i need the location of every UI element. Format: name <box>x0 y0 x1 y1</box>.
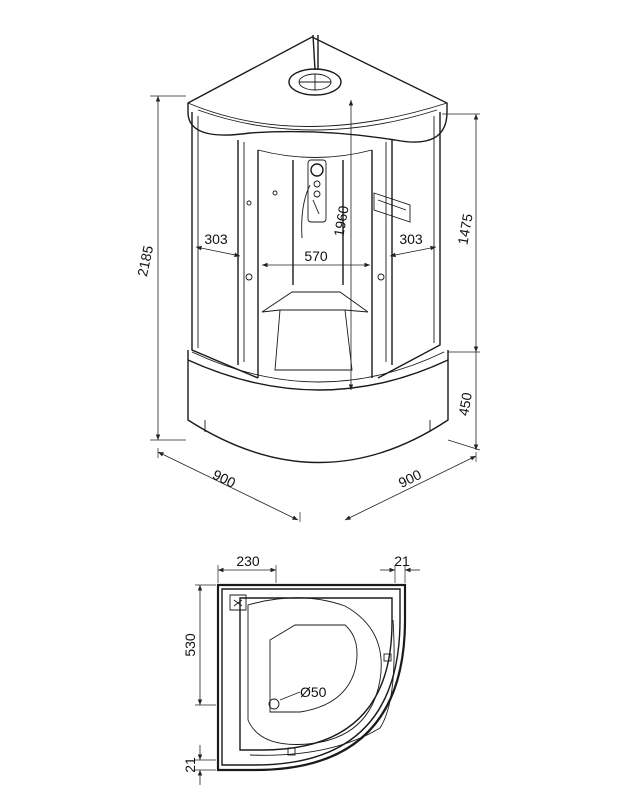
dim-height-total: 2185 <box>134 95 186 441</box>
shower-tray <box>187 350 449 464</box>
dim-plan-left: 530 <box>182 584 216 706</box>
cabin-roof <box>187 34 448 143</box>
dim-plan-top: 230 <box>217 553 277 583</box>
dim-height-cabin-label: 1960 <box>330 204 351 238</box>
dim-side-right: 303 <box>389 231 437 258</box>
dim-plan-left-label: 530 <box>182 633 198 657</box>
dim-width-right: 900 <box>344 452 477 521</box>
dim-plan-bottom-left-label: 21 <box>182 757 198 773</box>
plan-outline <box>216 583 407 772</box>
dim-height-total-label: 2185 <box>134 244 156 278</box>
door-handle-left-icon <box>245 273 253 281</box>
dim-width-right-label: 900 <box>396 466 424 491</box>
shelf-icon <box>373 192 411 223</box>
drain-icon <box>268 698 280 710</box>
corner-fitting-icon <box>229 594 247 611</box>
dim-side-right-label: 303 <box>399 231 423 247</box>
seat <box>261 291 369 371</box>
dim-side-left-label: 303 <box>204 231 228 247</box>
dim-plan-bottom-left: 21 <box>182 745 216 785</box>
front-view: 2185 1960 1475 450 570 303 <box>134 34 481 522</box>
dim-height-right: 1475 450 <box>442 113 481 451</box>
dim-plan-top-right-label: 21 <box>394 553 410 569</box>
right-side-panel <box>371 112 441 379</box>
dim-height-panel-label: 1475 <box>454 212 475 246</box>
plan-view: Ø50 230 21 530 <box>182 553 420 785</box>
dim-door-width: 570 <box>262 246 370 268</box>
dim-door-width-label: 570 <box>304 248 328 264</box>
dim-plan-top-right: 21 <box>380 553 420 583</box>
dim-height-tray-label: 450 <box>455 391 475 417</box>
door-handle-right-icon <box>377 273 385 281</box>
drain-label: Ø50 <box>300 684 327 700</box>
dim-side-left: 303 <box>195 231 241 258</box>
dim-width-left-label: 900 <box>210 466 238 491</box>
dim-plan-top-label: 230 <box>236 553 260 569</box>
shower-head-icon <box>310 163 324 177</box>
dim-height-cabin: 1960 <box>330 100 354 390</box>
